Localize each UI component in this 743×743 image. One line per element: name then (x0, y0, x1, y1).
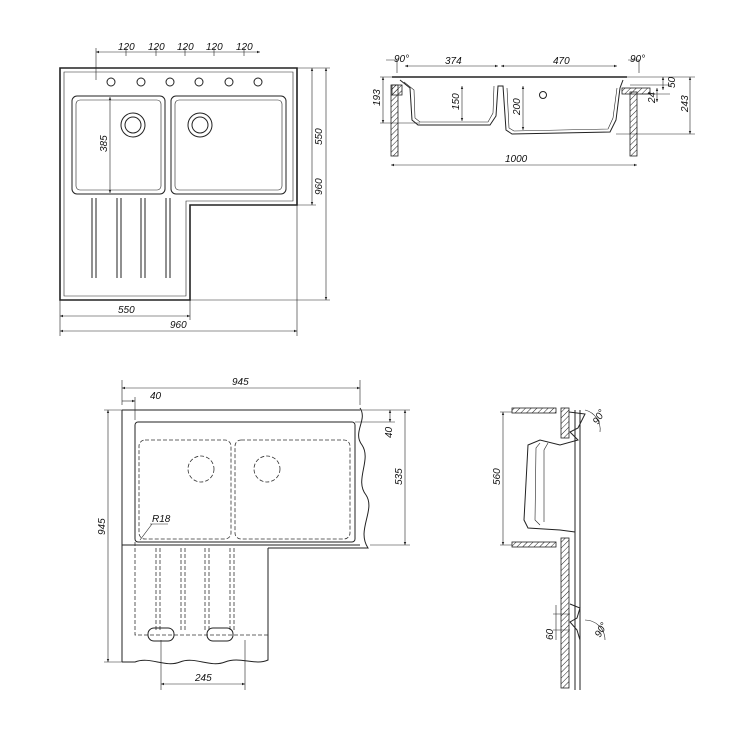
dim-245: 245 (194, 673, 212, 684)
dim-535: 535 (394, 468, 405, 485)
dim-243: 243 (680, 95, 691, 113)
drain-left (120, 112, 146, 138)
drain-right (187, 112, 213, 138)
dim-bottom-width: 550 (118, 305, 135, 316)
dim-right-basin: 470 (553, 56, 570, 67)
dim-left-basin: 374 (445, 56, 462, 67)
drain-slot-right (206, 627, 234, 642)
dim-hole-3: 120 (177, 42, 194, 53)
drain-slot-left (147, 627, 175, 642)
dim-basin-depth: 385 (99, 135, 110, 152)
dim-total-width: 960 (170, 320, 187, 331)
dim-hole-1: 120 (118, 42, 135, 53)
dim-560: 560 (492, 468, 503, 485)
plan-view: 120 120 120 120 120 385 550 960 550 960 (59, 42, 330, 336)
dim-total-height: 960 (314, 178, 325, 195)
dim-40-vertical: 40 (384, 426, 395, 438)
dim-radius: R18 (152, 514, 171, 525)
dim-24: 24 (647, 91, 658, 104)
dim-945-height: 945 (97, 518, 108, 535)
dim-200: 200 (512, 98, 523, 116)
dim-hole-5: 120 (236, 42, 253, 53)
dim-hole-4: 120 (206, 42, 223, 53)
dim-40: 40 (150, 391, 162, 402)
dim-hole-2: 120 (148, 42, 165, 53)
dim-60: 60 (545, 628, 556, 640)
dim-angle-left: 90° (394, 54, 409, 65)
left-basin (71, 95, 166, 195)
dim-945-width: 945 (232, 377, 249, 388)
overflow-hole (539, 91, 547, 99)
side-section: 560 90° 90° 60 (492, 407, 610, 690)
section-view: 90° 90° 374 470 193 150 200 1000 50 24 2… (372, 54, 695, 167)
left-basin-outline (138, 439, 232, 540)
drainer-grooves (91, 198, 171, 278)
right-basin (170, 95, 287, 195)
dim-angle-right: 90° (630, 54, 645, 65)
dim-angle-top: 90° (591, 408, 608, 427)
tap-holes (106, 77, 263, 87)
dim-1000: 1000 (505, 154, 528, 165)
dim-50: 50 (667, 76, 678, 88)
dim-right-height: 550 (314, 128, 325, 145)
dim-193: 193 (372, 89, 383, 106)
dim-150: 150 (451, 93, 462, 110)
cutout-view: 945 40 40 535 945 R18 245 (97, 377, 410, 690)
right-basin-outline (234, 439, 351, 540)
dim-angle-bottom: 90° (593, 621, 610, 640)
